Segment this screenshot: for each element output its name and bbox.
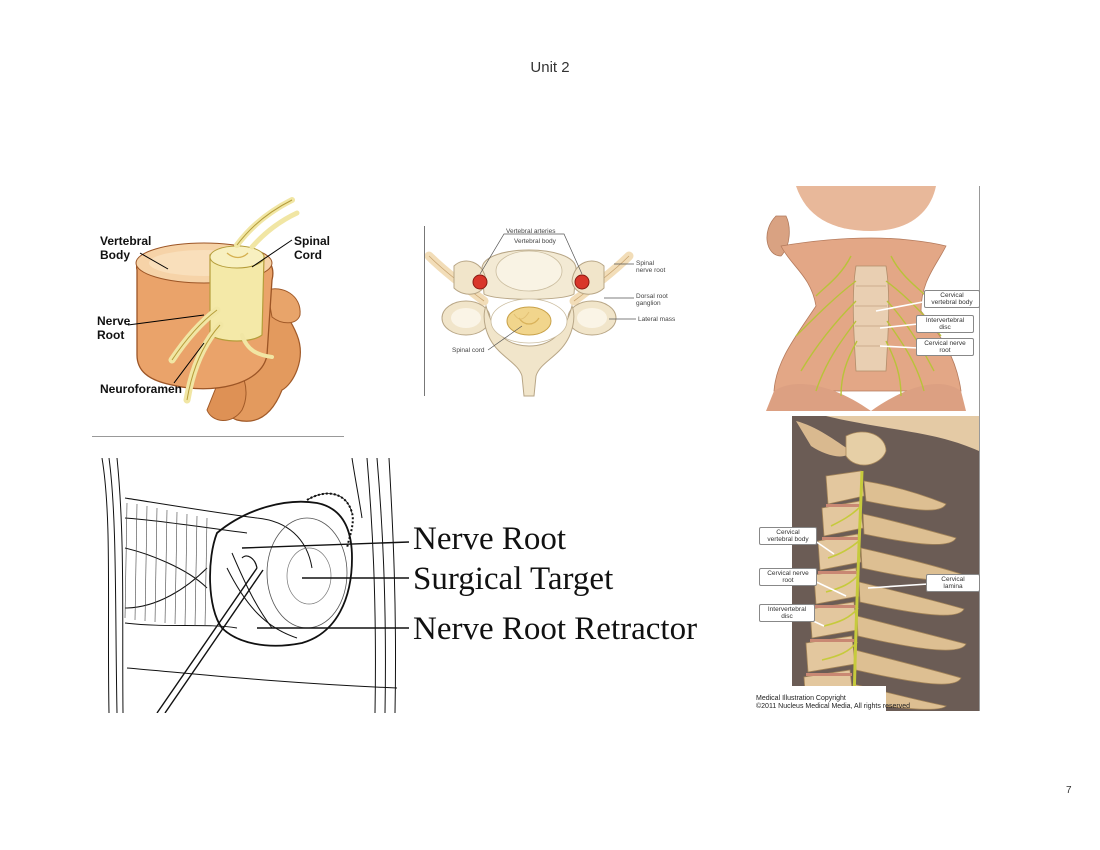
label-vertebral-body: Vertebral Body <box>100 234 152 262</box>
label-neuroforamen: Neuroforamen <box>100 382 183 396</box>
figure-divider <box>92 436 344 437</box>
surgical-illustration <box>97 457 410 714</box>
label-dorsal-root-ganglion: Dorsal root ganglion <box>636 293 668 307</box>
label-nerve-root: Nerve Root <box>413 521 567 557</box>
figure-border <box>979 186 980 711</box>
neck-figure: Cervical vertebral body Intervertebral d… <box>756 186 981 711</box>
label-vertebral-arteries: Vertebral arteries <box>506 228 556 235</box>
callout-bottom-cervical-nerve-root: Cervical nerve root <box>759 568 817 586</box>
label-nerve-root-retractor: Nerve Root Retractor <box>413 611 698 647</box>
label-spinal-cord: Spinal cord <box>452 347 485 354</box>
neck-illustration <box>756 186 980 711</box>
callout-top-cervical-vertebral-body: Cervical vertebral body <box>924 290 980 308</box>
callout-top-intervertebral-disc: Intervertebral disc <box>916 315 974 333</box>
label-lateral-mass: Lateral mass <box>638 316 676 323</box>
label-vertebral-body: Vertebral body <box>514 238 556 245</box>
callout-bottom-intervertebral-disc: Intervertebral disc <box>759 604 815 622</box>
page-header: Unit 2 <box>530 59 570 76</box>
callout-bottom-cervical-vertebral-body: Cervical vertebral body <box>759 527 817 545</box>
figure-border <box>424 226 425 396</box>
label-surgical-target: Surgical Target <box>413 561 614 597</box>
surgical-figure: Nerve Root Surgical Target Nerve Root Re… <box>97 457 717 714</box>
label-spinal-cord: Spinal Cord <box>294 234 331 262</box>
cross-section-illustration <box>424 233 636 397</box>
vertebra-figure: Vertebral Body Spinal Cord Nerve Root Ne… <box>92 185 344 438</box>
copyright-notice: Medical Illustration Copyright ©2011 Nuc… <box>756 695 911 710</box>
cross-section-figure: Vertebral arteries Vertebral body Spinal… <box>424 226 686 398</box>
page-number: 7 <box>1066 785 1072 796</box>
label-nerve-root: Nerve Root <box>97 314 131 342</box>
vertebra-illustration <box>127 197 301 422</box>
callout-bottom-cervical-lamina: Cervical lamina <box>926 574 980 592</box>
label-spinal-nerve-root: Spinal nerve root <box>636 260 666 274</box>
callout-top-cervical-nerve-root: Cervical nerve root <box>916 338 974 356</box>
